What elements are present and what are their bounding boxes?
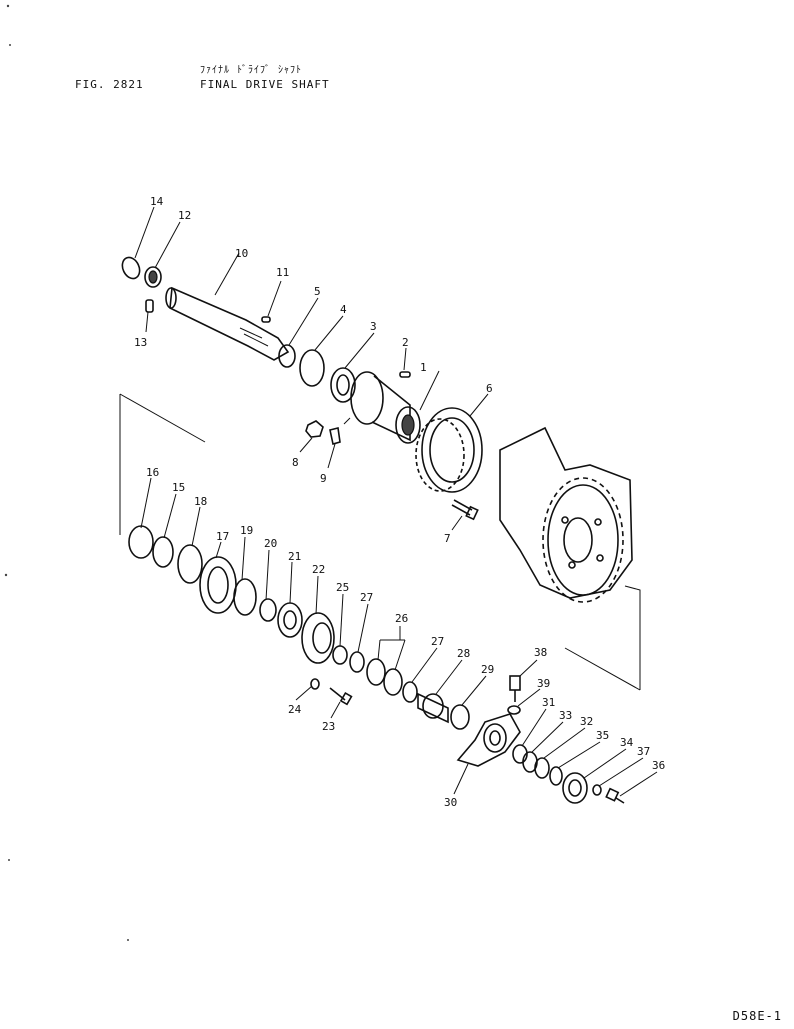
title-japanese: ﾌｧｲﾅﾙ ﾄﾞﾗｲﾌﾞ ｼｬﾌﾄ <box>200 65 303 76</box>
callout-24: 24 <box>288 703 302 716</box>
ring-15 <box>152 536 174 568</box>
ring-27b <box>402 681 418 703</box>
seal-26 <box>366 658 403 696</box>
pin-2 <box>399 371 411 378</box>
cap-34 <box>562 772 588 804</box>
plug-13 <box>145 299 154 313</box>
bearing-12 <box>144 266 162 288</box>
ring-5 <box>278 344 296 368</box>
callout-1: 1 <box>420 361 427 374</box>
callout-39: 39 <box>537 677 550 690</box>
callout-37: 37 <box>637 745 650 758</box>
callout-25: 25 <box>336 581 349 594</box>
bolt-36 <box>605 787 625 804</box>
callout-17: 17 <box>216 530 229 543</box>
ring-14 <box>121 256 141 280</box>
callout-38: 38 <box>534 646 547 659</box>
callout-31: 31 <box>542 696 555 709</box>
callout-27a: 27 <box>360 591 373 604</box>
callout-leaders <box>134 206 658 797</box>
callout-10: 10 <box>235 247 248 260</box>
ring-31 <box>512 744 528 764</box>
seal-16 <box>128 525 154 559</box>
bolt-7 <box>451 499 479 521</box>
spacer-20 <box>259 598 277 622</box>
bolt-38 <box>509 675 521 702</box>
hub-1 <box>350 371 421 444</box>
callout-18: 18 <box>194 495 207 508</box>
cover-22 <box>301 612 335 664</box>
callout-23: 23 <box>322 720 335 733</box>
callout-7: 7 <box>444 532 451 545</box>
callout-4: 4 <box>340 303 347 316</box>
callout-6: 6 <box>486 382 493 395</box>
bolt-23 <box>329 687 353 706</box>
ring-35 <box>549 766 563 786</box>
callout-16: 16 <box>146 466 159 479</box>
callout-numbers: 1 2 3 4 5 6 7 8 9 10 11 12 13 14 15 16 1… <box>134 195 665 809</box>
washer-24 <box>310 678 320 690</box>
ring-32 <box>534 757 550 779</box>
callout-33: 33 <box>559 709 572 722</box>
callout-3: 3 <box>370 320 377 333</box>
callout-15: 15 <box>172 481 185 494</box>
callout-21: 21 <box>288 550 301 563</box>
callout-29: 29 <box>481 663 494 676</box>
gear-6 <box>415 407 483 493</box>
callout-5: 5 <box>314 285 321 298</box>
callout-12: 12 <box>178 209 191 222</box>
bearing-3 <box>330 367 356 403</box>
sleeve-28 <box>417 692 449 724</box>
washer-39 <box>507 705 521 715</box>
callout-36: 36 <box>652 759 665 772</box>
cage-17 <box>199 556 237 614</box>
bearing-21 <box>277 602 303 638</box>
callout-32: 32 <box>580 715 593 728</box>
callout-19: 19 <box>240 524 253 537</box>
callout-20: 20 <box>264 537 277 550</box>
callout-27b: 27 <box>431 635 444 648</box>
pin-11 <box>261 316 271 323</box>
title-english: FINAL DRIVE SHAFT <box>200 78 330 91</box>
snap-ring-4 <box>299 349 325 387</box>
callout-22: 22 <box>312 563 325 576</box>
bracket-lines <box>119 393 641 691</box>
callout-30: 30 <box>444 796 457 809</box>
case-sprocket <box>499 426 633 603</box>
shaft-10 <box>165 286 290 361</box>
callout-9: 9 <box>320 472 327 485</box>
callout-34: 34 <box>620 736 634 749</box>
figure-label: FIG. 2821 <box>75 78 144 91</box>
callout-28: 28 <box>457 647 470 660</box>
callout-26: 26 <box>395 612 408 625</box>
callout-14: 14 <box>150 195 164 208</box>
callout-8: 8 <box>292 456 299 469</box>
callout-11: 11 <box>276 266 289 279</box>
o-ring-18 <box>177 544 203 584</box>
callout-2: 2 <box>402 336 409 349</box>
ring-25 <box>332 645 348 665</box>
bushing-29 <box>450 704 470 730</box>
callout-35: 35 <box>596 729 609 742</box>
washer-37 <box>592 784 602 796</box>
page-code: D58E-1 <box>732 1009 782 1023</box>
lock-9 <box>329 427 341 446</box>
pivot-30 <box>456 713 521 767</box>
nut-8 <box>305 420 324 438</box>
callout-13: 13 <box>134 336 147 349</box>
o-ring-19 <box>233 578 257 616</box>
ring-27a <box>349 651 365 673</box>
scan-specks <box>4 4 129 941</box>
